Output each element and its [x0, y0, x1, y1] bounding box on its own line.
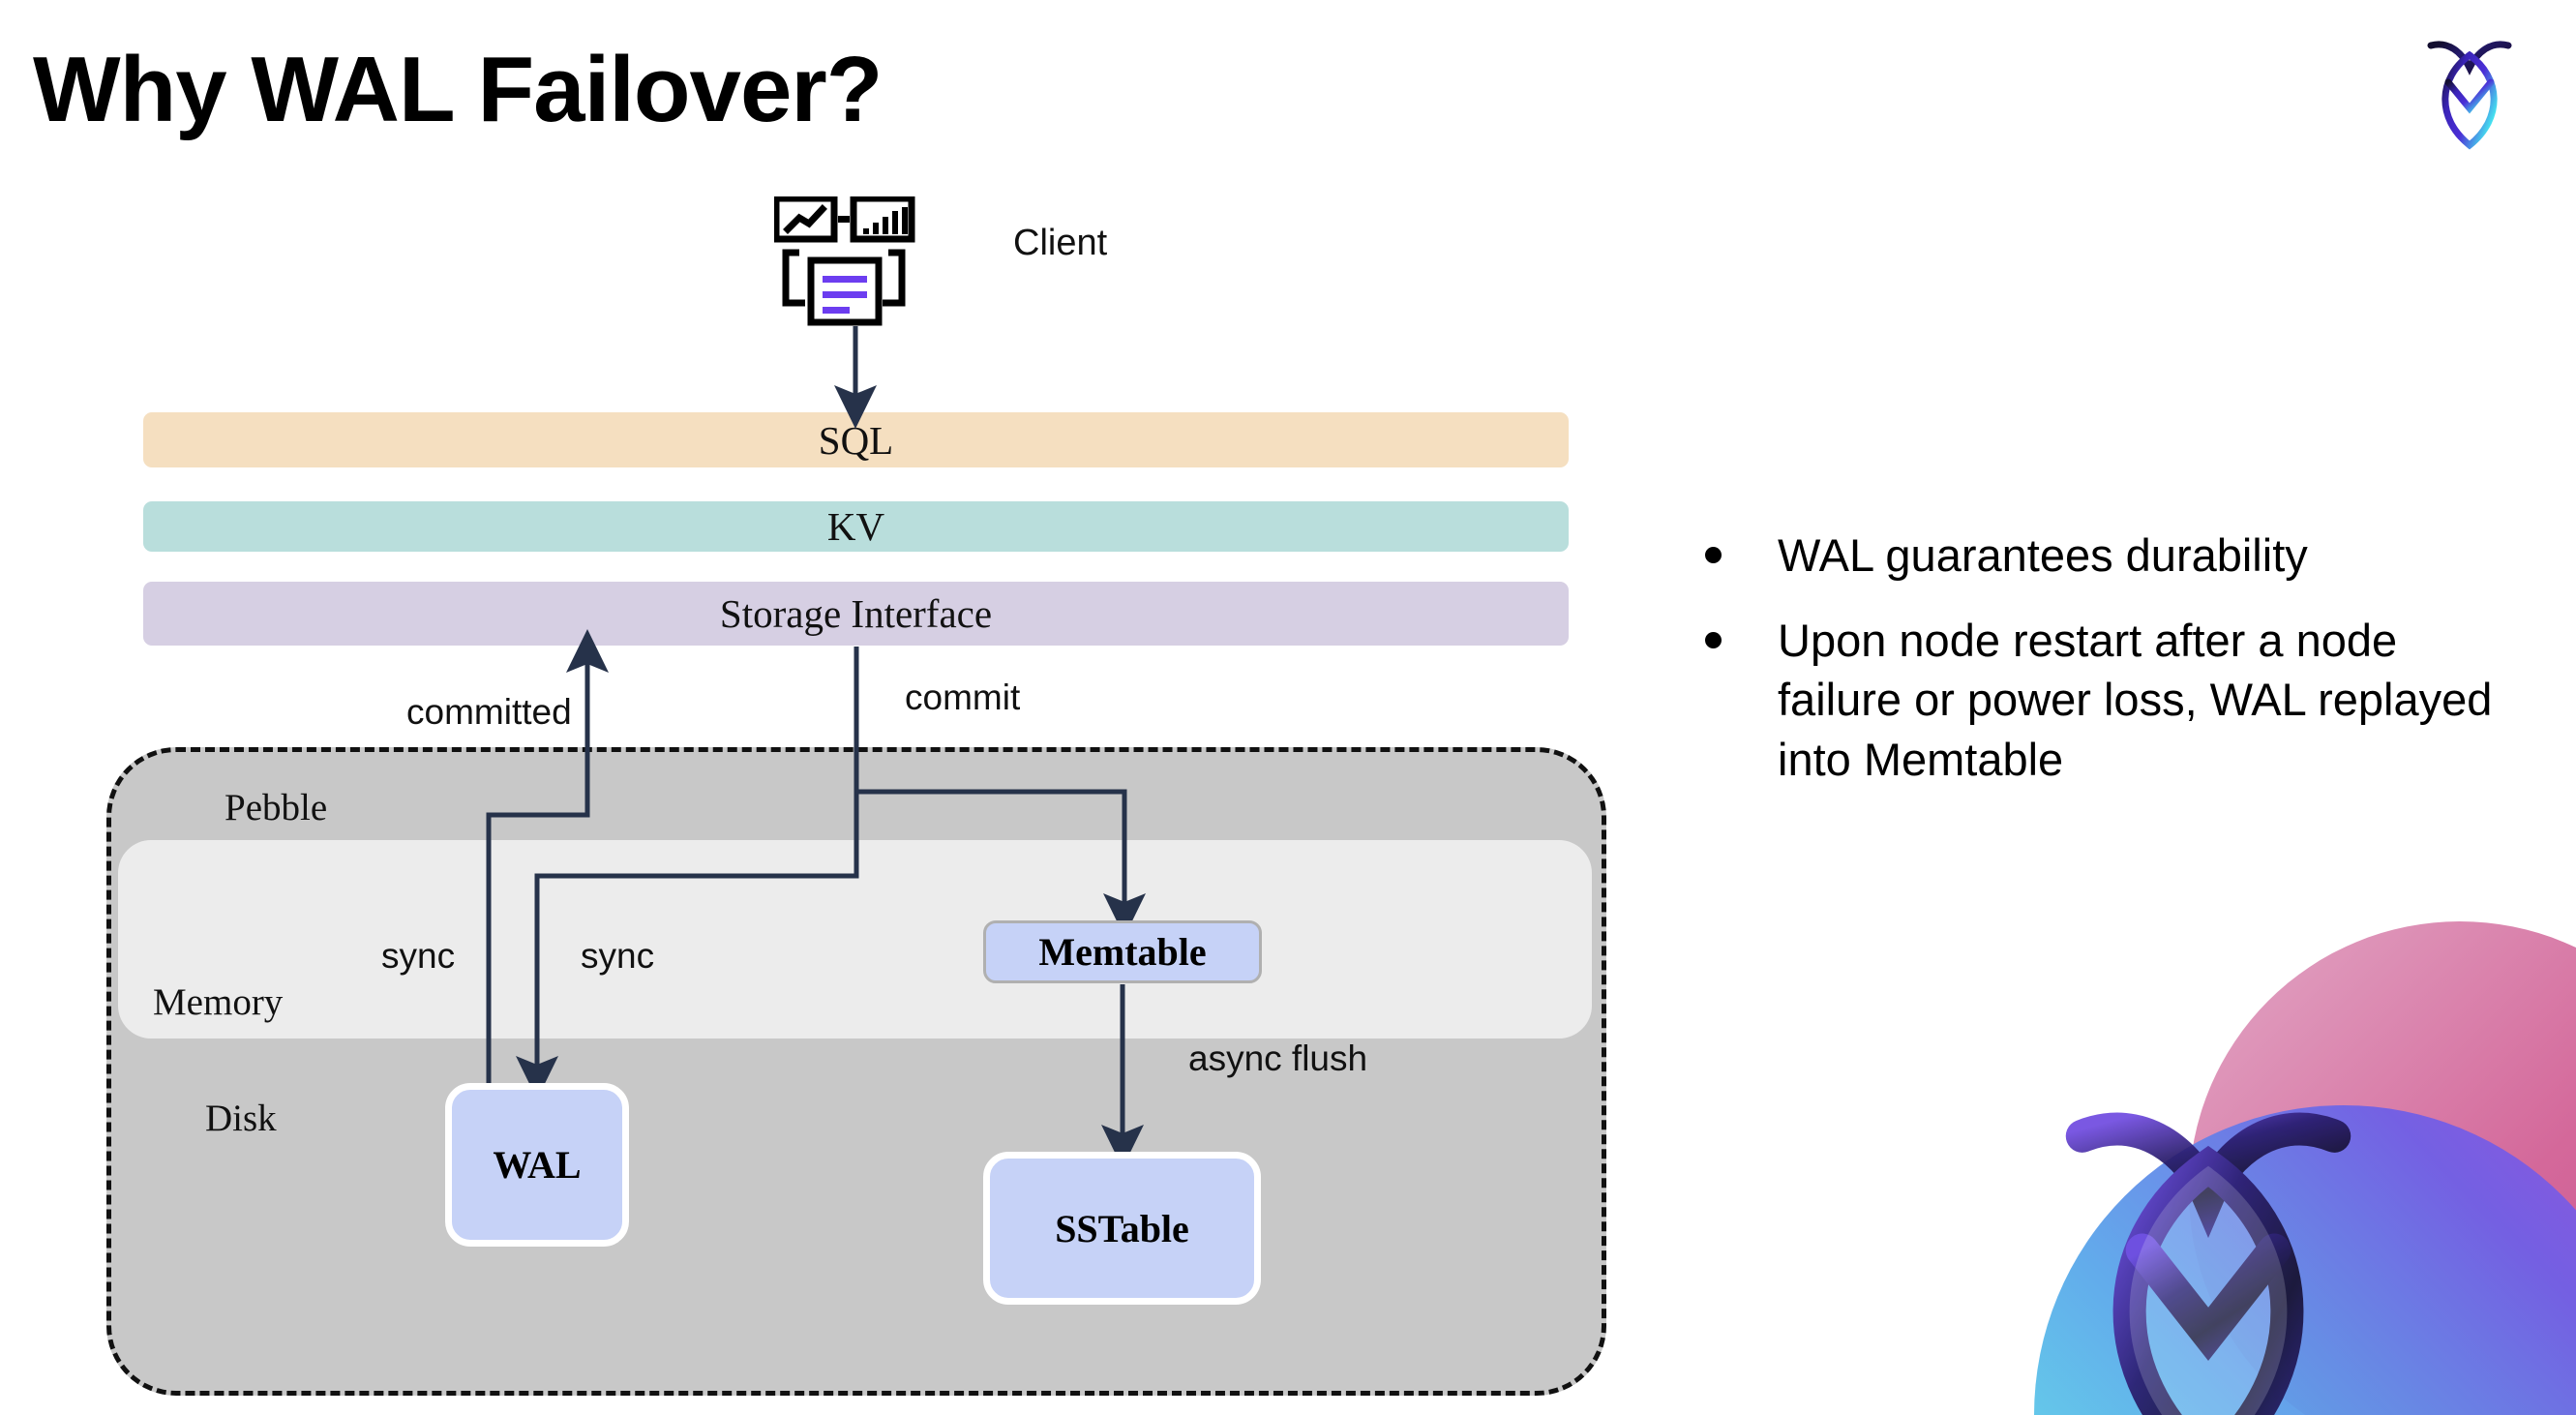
edge-label-commit: commit — [905, 677, 1021, 717]
disk-label: Disk — [205, 1098, 277, 1139]
bullet-list: WAL guarantees durability Upon node rest… — [1705, 526, 2508, 814]
node-memtable-label: Memtable — [1038, 930, 1207, 974]
edge-label-sync-up: sync — [381, 936, 456, 976]
bullet-dot-icon — [1705, 547, 1722, 563]
layer-bar-sql: SQL — [143, 412, 1569, 467]
layer-bar-kv: KV — [143, 501, 1569, 552]
layer-bar-sql-label: SQL — [818, 417, 894, 463]
node-wal-label: WAL — [493, 1143, 582, 1187]
cockroachdb-logo — [2411, 29, 2528, 155]
bullet-text: Upon node restart after a node failure o… — [1778, 614, 2493, 785]
edge-label-async-flush: async flush — [1188, 1039, 1368, 1078]
bullet-text: WAL guarantees durability — [1778, 529, 2308, 581]
client-label: Client — [1013, 223, 1108, 263]
layer-bar-kv-label: KV — [826, 504, 885, 549]
bullet-dot-icon — [1705, 631, 1722, 648]
node-sstable-label: SSTable — [1055, 1206, 1189, 1250]
memory-label: Memory — [153, 981, 284, 1023]
edge-label-committed: committed — [406, 692, 572, 732]
node-wal: WAL — [445, 1083, 629, 1247]
edge-label-sync-down: sync — [581, 936, 655, 976]
list-item: Upon node restart after a node failure o… — [1705, 611, 2508, 790]
client-dashboard-icon — [772, 195, 929, 326]
layer-bar-storage-label: Storage Interface — [719, 591, 993, 636]
list-item: WAL guarantees durability — [1705, 526, 2508, 586]
pebble-label: Pebble — [225, 787, 328, 828]
memory-region — [118, 840, 1592, 1039]
page-title: Why WAL Failover? — [33, 38, 883, 141]
node-memtable: Memtable — [983, 920, 1262, 983]
node-sstable: SSTable — [983, 1152, 1261, 1305]
layer-bar-storage-interface: Storage Interface — [143, 582, 1569, 646]
decorative-watermark — [1918, 912, 2576, 1415]
